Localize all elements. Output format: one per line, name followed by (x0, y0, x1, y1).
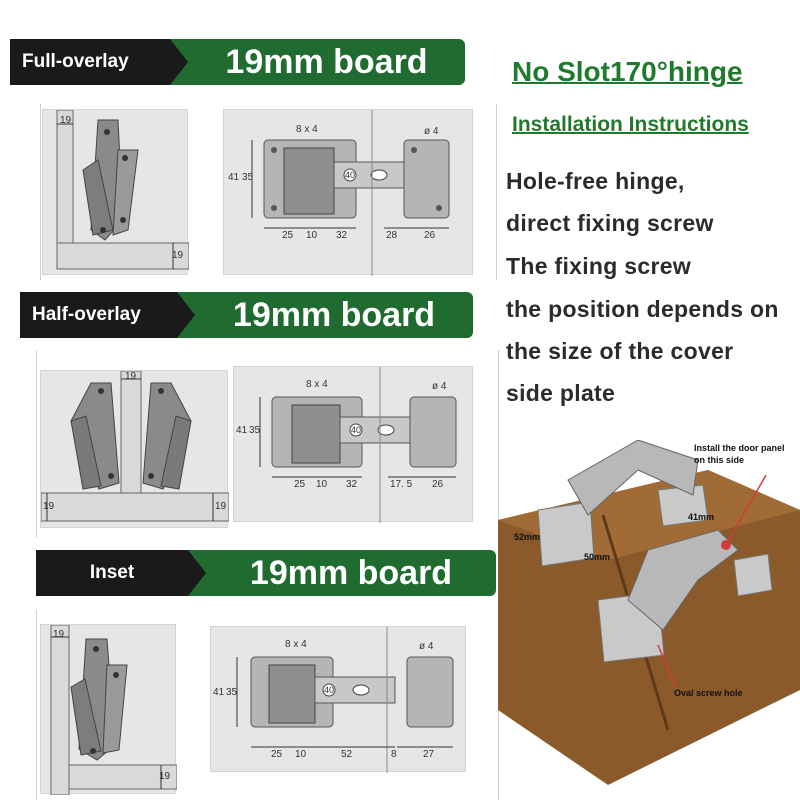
label-oval-screw-hole: Oval screw hole (674, 688, 743, 698)
hinge-double-drawing (40, 370, 230, 522)
dim-right: 19 (215, 501, 227, 512)
dim-hole: ø 4 (419, 641, 434, 652)
banner-full-overlay: Full-overlay 19mm board (10, 39, 465, 85)
sub-title: Installation Instructions (512, 113, 749, 136)
dim-hole: ø 4 (424, 126, 439, 137)
dim-side: 19 (60, 115, 72, 126)
main-title: No Slot170°hinge (512, 56, 743, 87)
tag-inset: Inset (36, 550, 206, 596)
dim-r2: 26 (424, 230, 436, 241)
dim-r2: 26 (432, 479, 444, 490)
label-52mm: 52mm (514, 532, 541, 542)
description-line: direct fixing screw (506, 210, 714, 236)
side-view-diagram: 19 19 19 (40, 370, 230, 528)
label-install-side: Install the door panel on this side (694, 443, 785, 465)
dim-h1: 41 (236, 425, 248, 436)
dim-top: 19 (125, 371, 137, 382)
description-line: Hole-free hinge, (506, 168, 685, 194)
dim-size-label: 8 x 4 (285, 639, 307, 650)
description-line: The fixing screw (506, 253, 692, 279)
dim-b2: 10 (316, 479, 328, 490)
dim-side: 19 (53, 629, 65, 640)
description-line: side plate (506, 380, 616, 406)
dim-size-label: 8 x 4 (296, 124, 318, 135)
plate-dimension-diagram: 8 x 4 ø 4 41 35 40 25 10 32 17. 5 26 (233, 366, 473, 523)
hinge-side-drawing (56, 109, 190, 270)
hinge-on-wood-illustration (498, 439, 800, 785)
board-label: 19mm board (170, 39, 465, 85)
dim-b2: 10 (306, 230, 318, 241)
dim-b1: 25 (294, 479, 306, 490)
hinge-side-drawing (50, 624, 178, 796)
plate-dimension-diagram: 8 x 4 ø 4 41 35 40 25 10 52 8 27 (210, 626, 466, 773)
dim-h2: 35 (242, 172, 254, 183)
side-view-diagram: 19 19 (42, 109, 190, 275)
dim-r2: 27 (423, 749, 435, 760)
banner-inset: Inset 19mm board (36, 550, 496, 596)
dim-h1: 41 (228, 172, 240, 183)
product-photo: Install the door panel on this side 52mm… (498, 439, 800, 790)
dim-h2: 35 (226, 687, 238, 698)
plate-drawing (236, 627, 454, 773)
dim-r1: 8 (391, 749, 397, 760)
dim-h1: 41 (213, 687, 225, 698)
plate-drawing (251, 110, 450, 276)
dim-b3: 32 (346, 479, 358, 490)
dim-b2: 10 (295, 749, 307, 760)
dim-r1: 28 (386, 230, 398, 241)
board-label: 19mm board (177, 292, 473, 338)
dim-size-label: 8 x 4 (306, 379, 328, 390)
dim-b1: 25 (282, 230, 294, 241)
dim-h2: 35 (249, 425, 261, 436)
dim-bottom: 19 (159, 771, 171, 782)
section-frame (36, 350, 499, 538)
banner-half-overlay: Half-overlay 19mm board (20, 292, 473, 338)
label-41mm: 41mm (688, 512, 715, 522)
tag-half-overlay: Half-overlay (20, 292, 195, 338)
dim-hole: ø 4 (432, 381, 447, 392)
board-label: 19mm board (188, 550, 496, 596)
description-line: the position depends on (506, 296, 779, 322)
dim-bottom: 19 (172, 250, 184, 261)
section-frame (40, 104, 497, 280)
dim-b1: 25 (271, 749, 283, 760)
dim-center: 40 (324, 685, 335, 695)
plate-drawing (259, 367, 457, 523)
plate-dimension-diagram: 8 x 4 ø 4 41 35 40 25 10 32 28 26 (223, 109, 473, 276)
tag-full-overlay: Full-overlay (10, 39, 188, 85)
dim-center: 40 (345, 170, 356, 180)
dim-b3: 32 (336, 230, 348, 241)
label-50mm: 50mm (584, 552, 611, 562)
dim-r1: 17. 5 (390, 479, 413, 490)
side-view-diagram: 19 19 (40, 624, 178, 796)
description-line: the size of the cover (506, 338, 734, 364)
dim-b3: 52 (341, 749, 353, 760)
dim-center: 40 (351, 425, 362, 435)
dim-left: 19 (43, 501, 55, 512)
